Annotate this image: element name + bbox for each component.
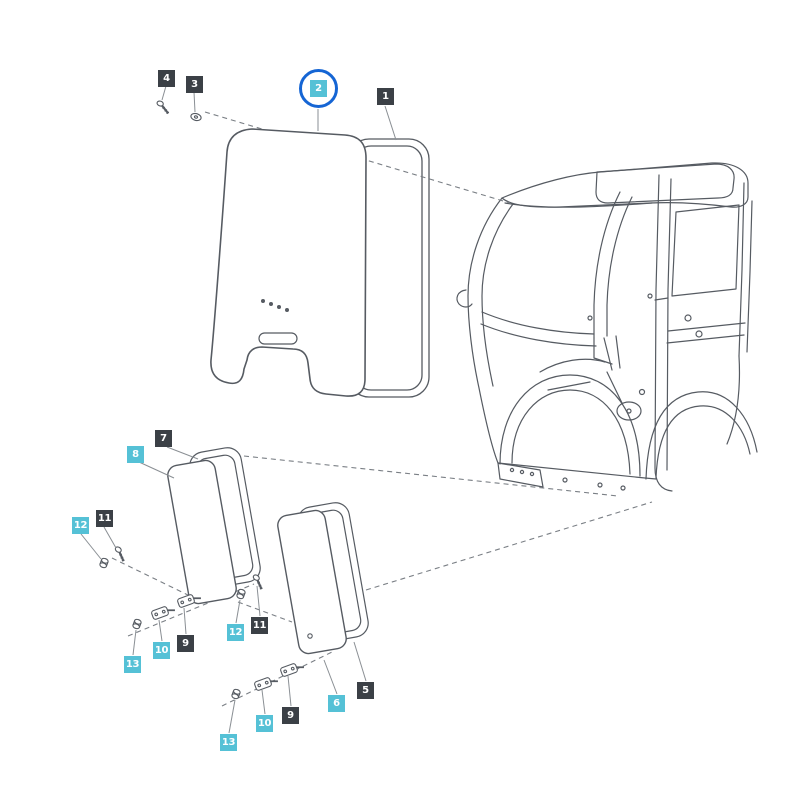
assembly-dashed-lines: [111, 455, 653, 707]
callout-12[interactable]: 12: [72, 517, 89, 534]
part-3-clip: [189, 111, 203, 123]
windshield-dashed-line: [204, 111, 511, 204]
part-6-window-glass: [277, 509, 347, 655]
cab-cowl: [480, 311, 597, 347]
callout-13[interactable]: 13: [124, 656, 141, 673]
cab-fenders: [497, 374, 758, 480]
callout-11[interactable]: 11: [251, 617, 268, 634]
part-13-grommet: [131, 617, 143, 631]
callout-13[interactable]: 13: [220, 734, 237, 751]
callout-9[interactable]: 9: [282, 707, 299, 724]
callout-10[interactable]: 10: [153, 642, 170, 659]
part-10-hinge: [253, 673, 280, 692]
callout-4[interactable]: 4: [158, 70, 175, 87]
callout-10[interactable]: 10: [256, 715, 273, 732]
callout-1[interactable]: 1: [377, 88, 394, 105]
callout-leader-lines: [80, 85, 397, 734]
cab-front-pillars: [456, 191, 633, 464]
cab-rear-pillars: [654, 174, 753, 492]
callout-5[interactable]: 5: [357, 682, 374, 699]
callout-9[interactable]: 9: [177, 635, 194, 652]
part-9-hinge: [279, 659, 306, 678]
part-8-window-glass: [167, 459, 237, 605]
windshield-mount-dots: [261, 299, 289, 312]
callout-8[interactable]: 8: [127, 446, 144, 463]
callout-12[interactable]: 12: [227, 624, 244, 641]
callout-3[interactable]: 3: [186, 76, 203, 93]
callout-2[interactable]: 2: [310, 80, 327, 97]
callout-6[interactable]: 6: [328, 695, 345, 712]
cab-frame: [456, 162, 758, 492]
part-2-windshield-glass: [210, 128, 367, 397]
cab-roof: [501, 162, 749, 208]
part-4-bolt: [153, 99, 173, 116]
callout-7[interactable]: 7: [155, 430, 172, 447]
cab-interior: [539, 293, 703, 421]
callout-11[interactable]: 11: [96, 510, 113, 527]
cab-floor-platform: [497, 462, 626, 491]
